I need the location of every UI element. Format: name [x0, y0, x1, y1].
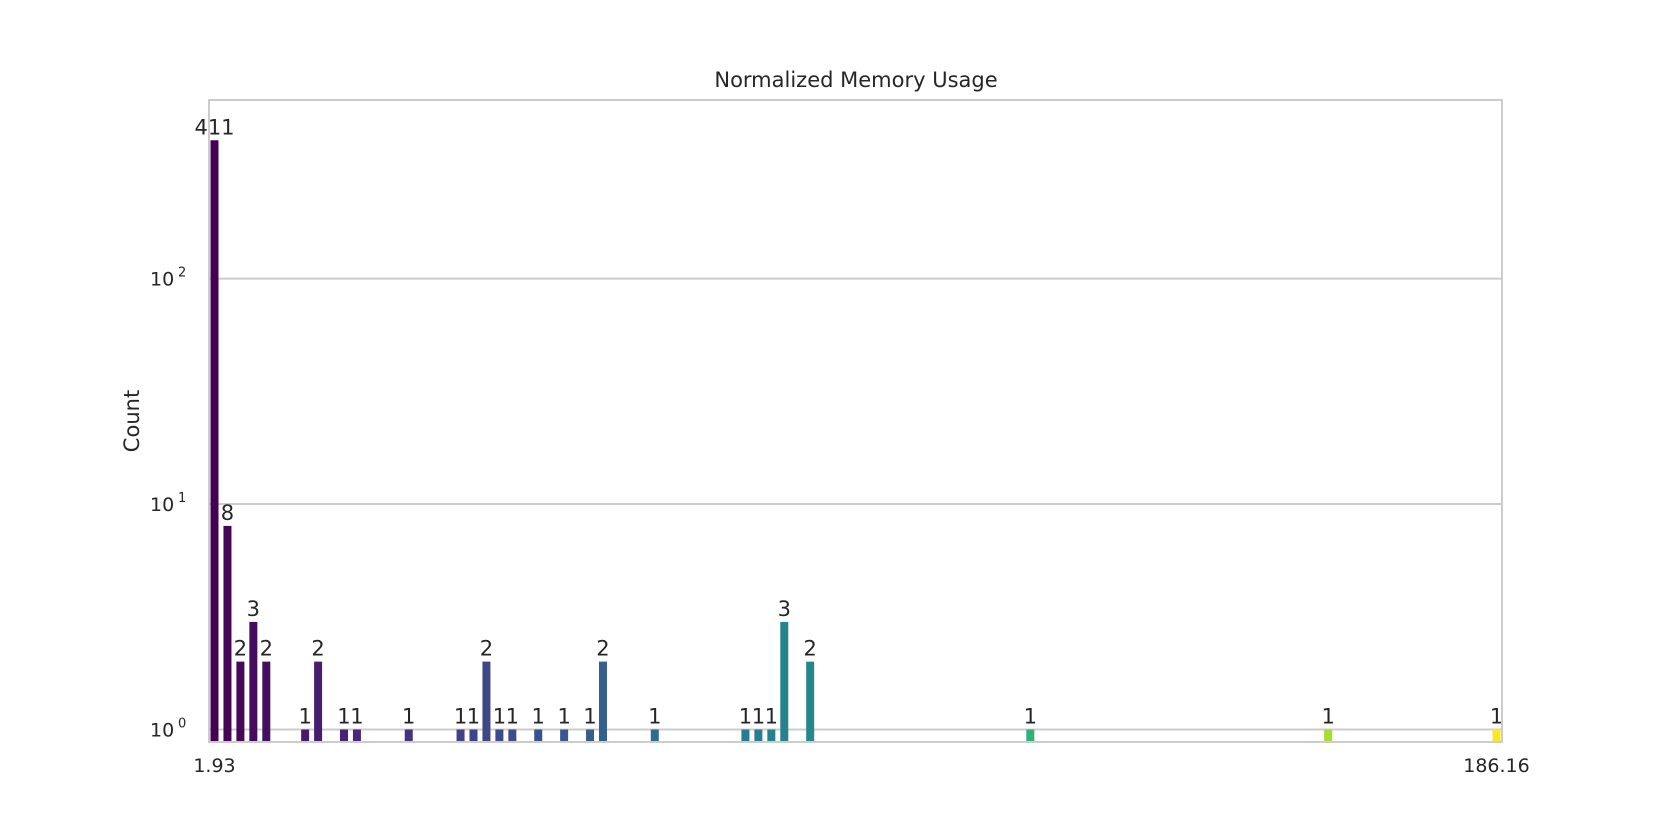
bar-value-label: 1	[648, 704, 661, 728]
bar-value-label: 1	[1490, 704, 1503, 728]
bar	[469, 729, 478, 742]
bar-value-label: 2	[311, 637, 324, 661]
bar-value-label: 411	[194, 115, 234, 139]
bar	[301, 729, 310, 742]
y-axis-label: Count	[120, 390, 144, 452]
bar	[741, 729, 750, 742]
bar-value-label: 1	[739, 704, 752, 728]
bar	[508, 729, 517, 742]
bar	[1026, 729, 1035, 742]
bar	[1324, 729, 1333, 742]
bar	[780, 621, 789, 742]
bar	[482, 661, 491, 742]
bar-value-label: 2	[234, 637, 247, 661]
bar	[456, 729, 465, 742]
bar-value-label: 3	[778, 597, 791, 621]
bar	[339, 729, 348, 742]
bar	[262, 661, 271, 742]
bar-value-label: 1	[506, 704, 519, 728]
bar	[650, 729, 659, 742]
bar	[598, 661, 607, 742]
bar	[236, 661, 245, 742]
bar-value-label: 1	[1024, 704, 1037, 728]
bar	[754, 729, 763, 742]
bar	[767, 729, 776, 742]
bar	[495, 729, 504, 742]
y-tick-label: 10	[150, 719, 174, 741]
bar-value-label: 1	[402, 704, 415, 728]
y-axis-ticks: 10 0 10 1 10 2	[150, 266, 186, 742]
bar-value-label: 1	[765, 704, 778, 728]
bar	[560, 729, 569, 742]
plot-frame	[208, 99, 1503, 743]
y-tick-exponent: 2	[178, 266, 186, 281]
gridlines	[209, 277, 1502, 731]
bar	[223, 525, 232, 742]
y-tick-label: 10	[150, 269, 174, 291]
chart-title: Normalized Memory Usage	[714, 68, 997, 92]
bar-value-label: 2	[260, 637, 273, 661]
bar	[314, 661, 323, 742]
bar	[1492, 729, 1501, 742]
bar	[249, 621, 258, 742]
bar-value-label: 1	[1321, 704, 1334, 728]
bar	[404, 729, 413, 742]
x-axis-ticks: 1.93 186.16	[193, 755, 1529, 777]
bar-value-label: 2	[596, 637, 609, 661]
y-tick-exponent: 1	[178, 491, 186, 506]
bar-value-label: 8	[221, 501, 234, 525]
x-tick-label: 1.93	[193, 755, 235, 777]
bar	[352, 729, 361, 742]
bar	[210, 140, 219, 742]
bar-value-label: 3	[247, 597, 260, 621]
x-tick-label: 186.16	[1463, 755, 1529, 777]
bar	[534, 729, 543, 742]
y-tick-exponent: 0	[178, 716, 186, 731]
bar-value-label: 1	[493, 704, 506, 728]
bar-value-label: 1	[350, 704, 363, 728]
bar-value-label: 1	[583, 704, 596, 728]
bar	[586, 729, 595, 742]
bar-value-label: 2	[480, 637, 493, 661]
bar-value-label: 1	[532, 704, 545, 728]
bar-value-label: 1	[467, 704, 480, 728]
y-tick-label: 10	[150, 494, 174, 516]
bar-value-label: 2	[803, 637, 816, 661]
bar-value-label: 1	[298, 704, 311, 728]
bar	[806, 661, 815, 742]
bar-value-label: 1	[454, 704, 467, 728]
bar-value-label: 1	[337, 704, 350, 728]
bars	[210, 140, 1501, 742]
bar-value-label: 1	[752, 704, 765, 728]
bar-value-label: 1	[557, 704, 570, 728]
